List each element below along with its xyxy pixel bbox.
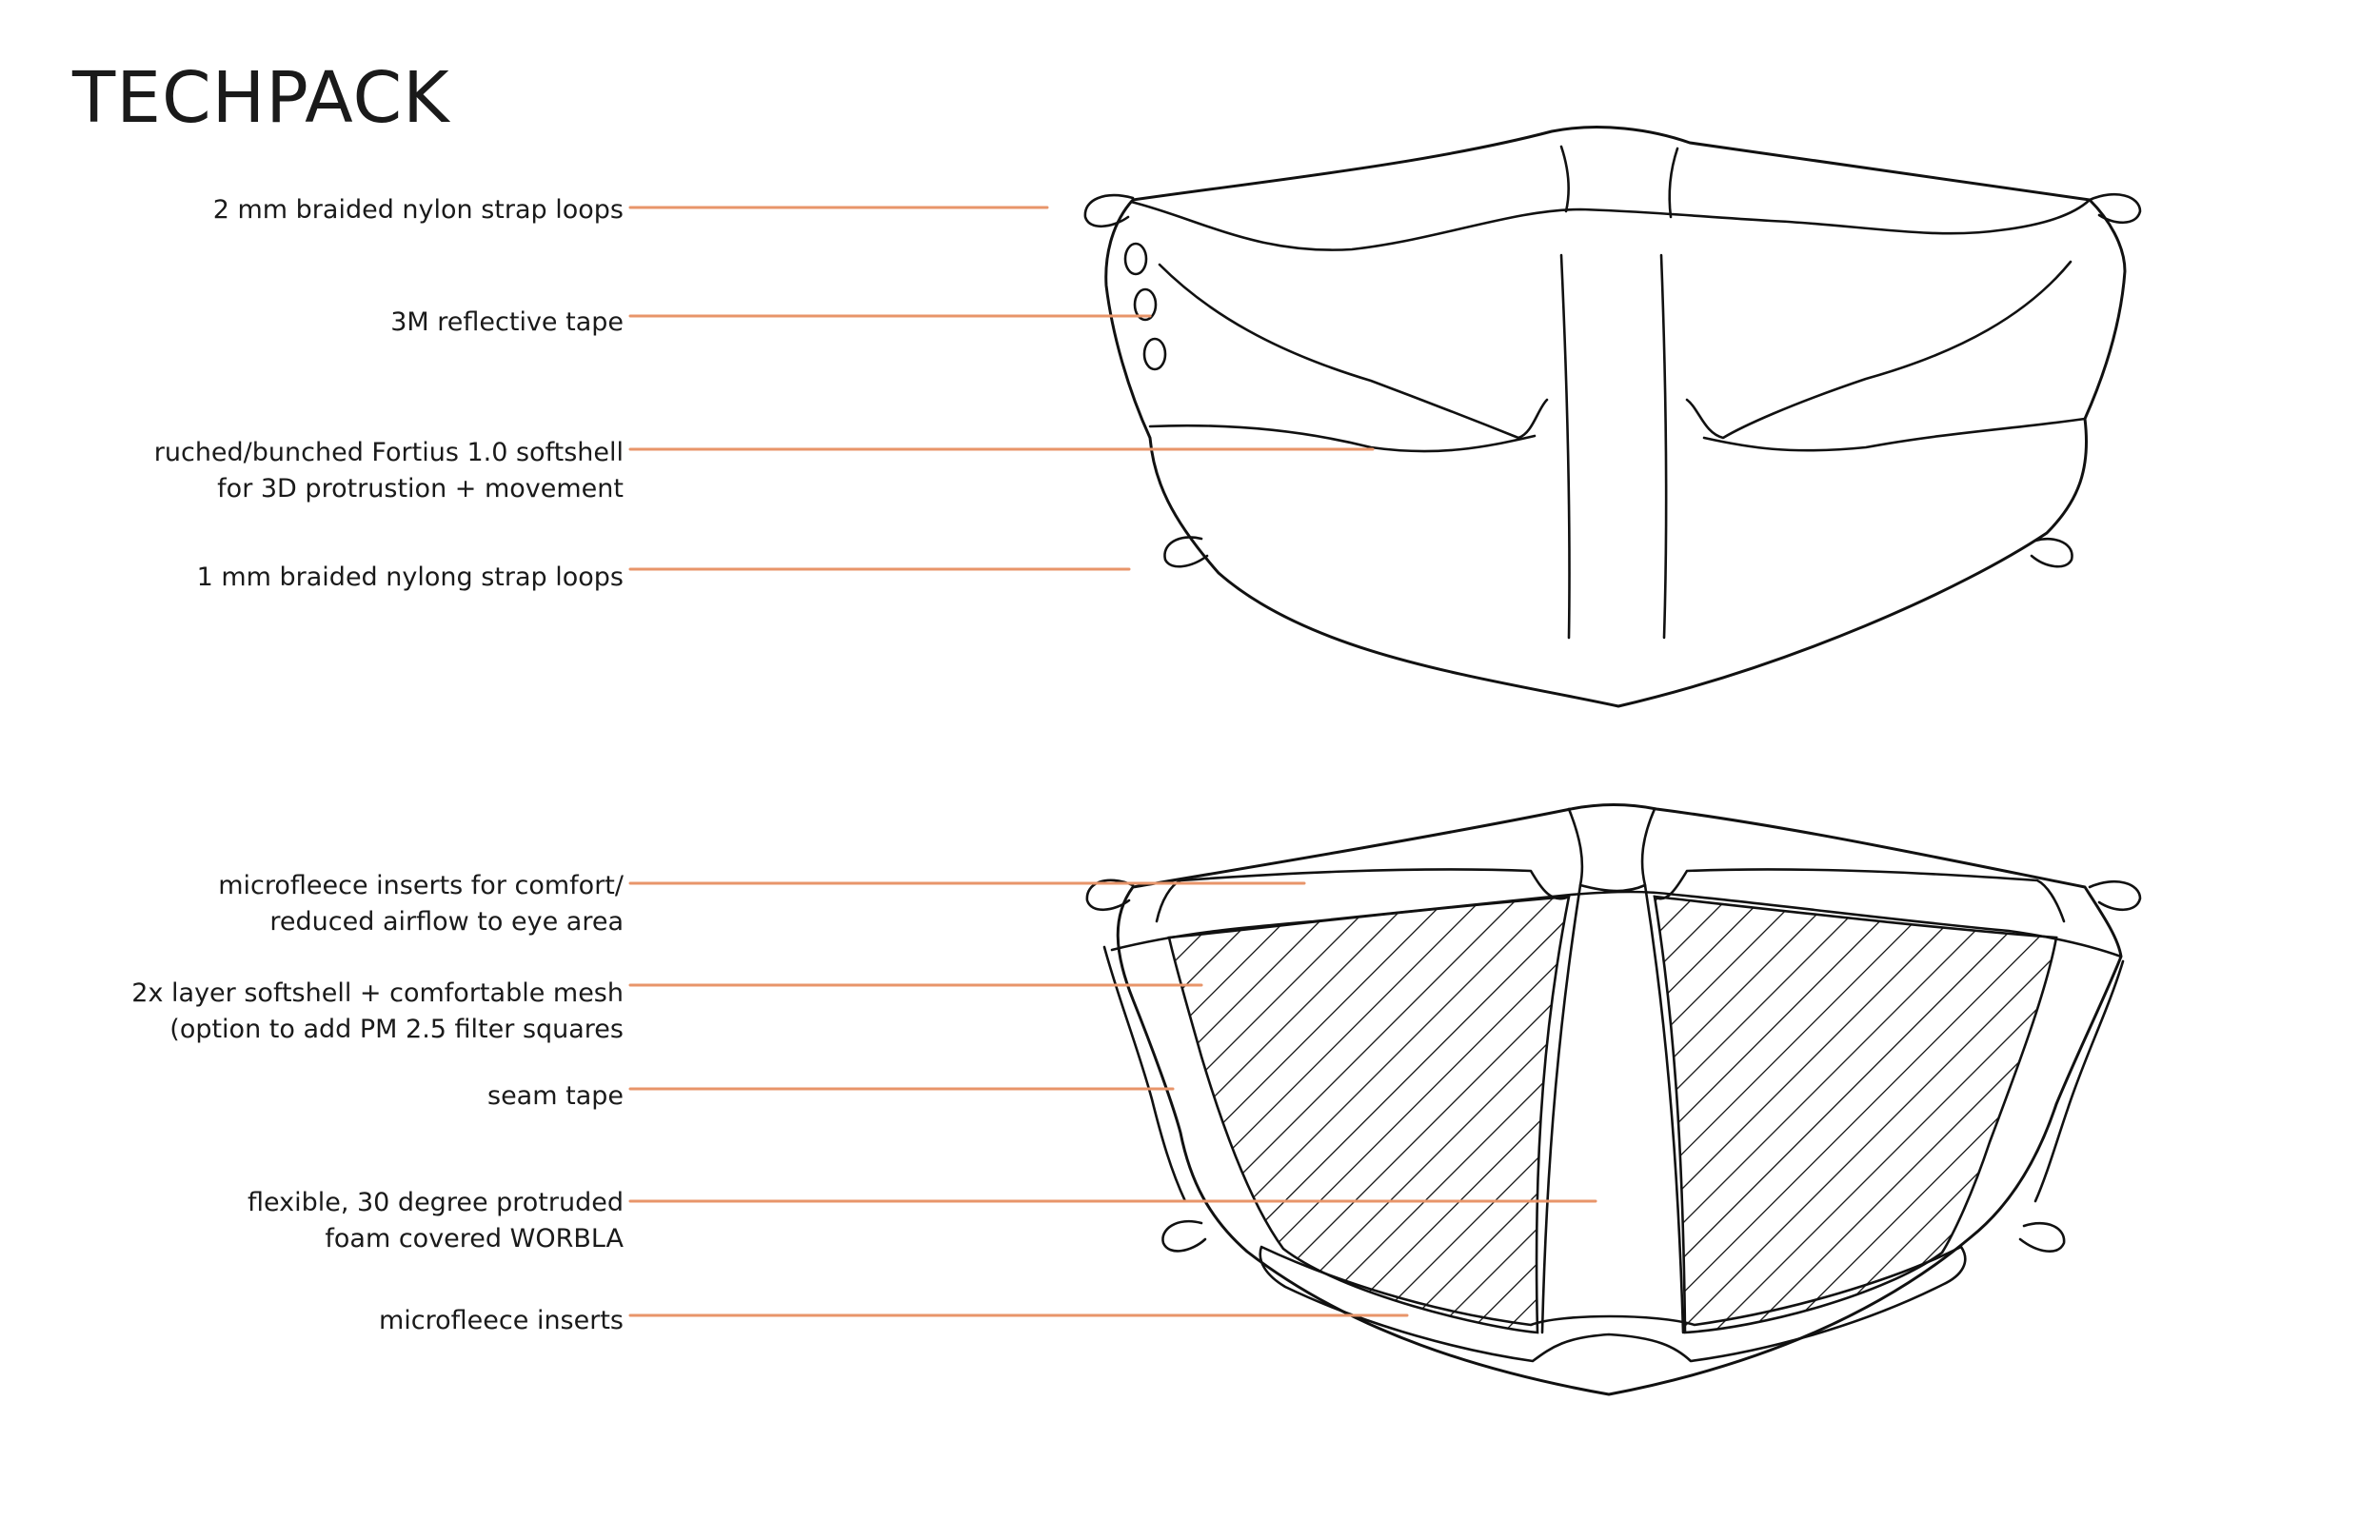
front-mask	[1083, 126, 2142, 708]
callout-label-strap-loops-1mm: 1 mm braided nylong strap loops	[196, 563, 624, 592]
front-center-seam-right	[1659, 253, 1668, 640]
inner-strap-loop-bottom-left	[1161, 1219, 1207, 1253]
seam-tape-right	[2033, 959, 2125, 1203]
front-strap-loop-bottom-left	[1163, 536, 1209, 568]
seam-tape-left	[1102, 945, 1187, 1203]
callout-label-reflective-tape: 3M reflective tape	[390, 307, 624, 337]
callout-label-microfleece-eye: microfleece inserts for comfort/ reduced…	[218, 871, 624, 937]
inner-mask-outline	[1116, 803, 2123, 1396]
inner-strap-loop-top-right	[2088, 879, 2142, 912]
callout-label-worbla: flexible, 30 degree protruded foam cover…	[247, 1188, 624, 1254]
worbla-strip-top-cap	[1578, 883, 1647, 893]
front-strap-loop-top-right	[2088, 192, 2142, 225]
front-top-band	[1129, 198, 2092, 251]
reflective-tape-dot-1	[1123, 242, 1148, 276]
reflective-tape-dot-2	[1133, 287, 1158, 322]
inner-strap-loop-top-left	[1085, 879, 1135, 912]
inner-strap-loop-bottom-right	[2018, 1221, 2066, 1253]
callout-label-strap-loops-2mm: 2 mm braided nylon strap loops	[212, 195, 624, 225]
front-pleat-top-right	[1668, 147, 1679, 219]
callout-label-microfleece-chin: microfleece inserts	[379, 1306, 624, 1335]
front-lower-panel-edge-right	[1702, 417, 2087, 452]
callout-label-mesh: 2x layer softshell + comfortable mesh (o…	[131, 978, 624, 1044]
front-strap-loop-top-left	[1083, 193, 1135, 228]
mesh-panel-right	[1653, 895, 2058, 1334]
reflective-tape-dot-3	[1142, 337, 1167, 371]
front-ruche-left	[1158, 263, 1549, 440]
callout-label-softshell: ruched/bunched Fortius 1.0 softshell for…	[153, 438, 624, 503]
microfleece-insert-eye-left	[1155, 868, 1571, 923]
leader-lines	[628, 206, 1597, 1317]
front-lower-panel-edge	[1148, 424, 1537, 453]
front-pleat-top-left	[1559, 145, 1571, 213]
mesh-panel-left	[1167, 895, 1571, 1334]
front-mask-outline	[1104, 126, 2127, 708]
inner-rim-band	[1110, 890, 2123, 958]
callout-label-seam-tape: seam tape	[487, 1081, 624, 1111]
worbla-strip	[1540, 807, 1685, 1334]
page-title: TECHPACK	[72, 57, 450, 139]
front-ruche-right	[1685, 260, 2073, 440]
inner-mask	[1085, 803, 2142, 1396]
microfleece-insert-eye-right	[1653, 868, 2066, 923]
front-strap-loop-bottom-right	[2030, 538, 2073, 568]
front-center-seam-left	[1559, 253, 1571, 640]
microfleece-insert-chin	[1259, 1245, 1967, 1363]
